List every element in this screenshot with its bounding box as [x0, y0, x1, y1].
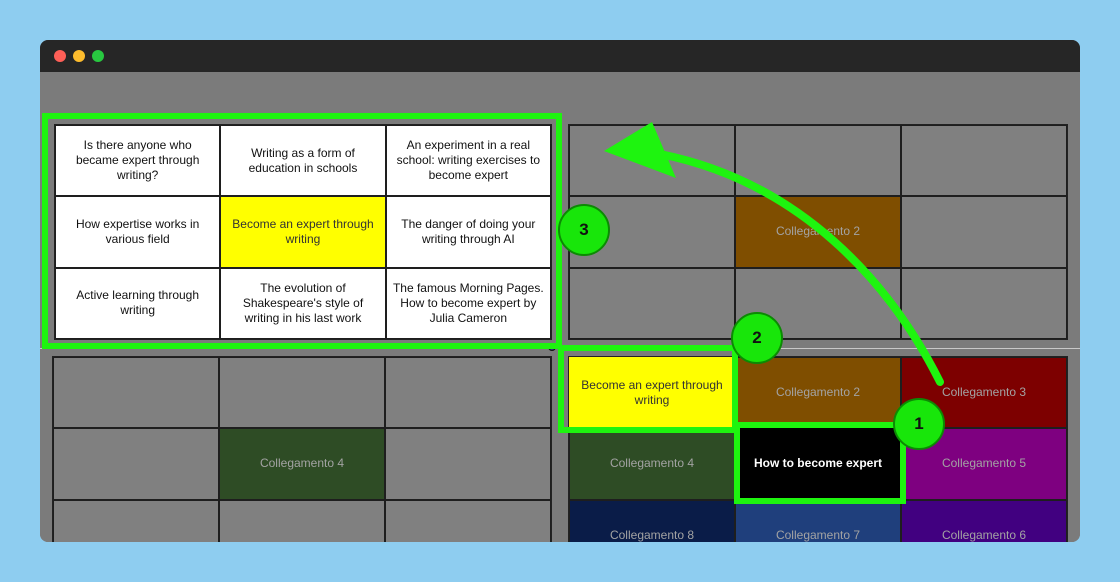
- link-cell-7[interactable]: Collegamento 7: [735, 499, 901, 542]
- grid-cell[interactable]: [219, 357, 385, 429]
- link-cell-6[interactable]: Collegamento 6: [901, 499, 1067, 542]
- mandala-canvas: Is there anyone who became expert throug…: [40, 72, 1080, 542]
- link-cell-8[interactable]: Collegamento 8: [569, 499, 735, 542]
- grid-cell[interactable]: [219, 499, 385, 542]
- grid-cell[interactable]: [735, 267, 901, 339]
- step-badge-3: 3: [558, 204, 610, 256]
- top-left-grid: Is there anyone who became expert throug…: [54, 124, 552, 340]
- link-cell-4[interactable]: Collegamento 4: [569, 428, 735, 500]
- highlight-box-center-goal: [734, 422, 906, 504]
- bottom-right-grid: Become an expert through writing Collega…: [568, 356, 1068, 542]
- grid-cell[interactable]: An experiment in a real school: writing …: [385, 125, 551, 197]
- minimize-window-button[interactable]: [73, 50, 85, 62]
- grid-cell[interactable]: [53, 499, 219, 542]
- grid-cell[interactable]: [385, 499, 551, 542]
- grid-cell[interactable]: The evolution of Shakespeare's style of …: [220, 267, 386, 339]
- center-goal-cell[interactable]: How to become expert: [735, 428, 901, 500]
- arrow-head: [604, 122, 676, 178]
- maximize-window-button[interactable]: [92, 50, 104, 62]
- highlight-box-main-topic: [558, 345, 738, 433]
- bottom-left-grid: Collegamento 4: [52, 356, 552, 542]
- grid-cell[interactable]: [901, 267, 1067, 339]
- grid-cell[interactable]: Active learning through writing: [55, 267, 221, 339]
- grid-cell[interactable]: How expertise works in various field: [55, 196, 221, 268]
- central-topic-cell[interactable]: Become an expert through writing: [220, 196, 386, 268]
- grid-cell[interactable]: [385, 357, 551, 429]
- grid-cell[interactable]: [901, 125, 1067, 197]
- close-window-button[interactable]: [54, 50, 66, 62]
- arrow-path: [656, 150, 944, 386]
- grid-cell[interactable]: [53, 428, 219, 500]
- link-cell-4[interactable]: Collegamento 4: [219, 428, 385, 500]
- title-bar: [40, 40, 1080, 72]
- grid-cell[interactable]: The famous Morning Pages. How to become …: [385, 267, 551, 339]
- app-window: Is there anyone who became expert throug…: [40, 40, 1080, 542]
- grid-cell[interactable]: [735, 125, 901, 197]
- grid-cell[interactable]: [53, 357, 219, 429]
- link-cell-2[interactable]: Collegamento 2: [735, 357, 901, 429]
- grid-cell[interactable]: [569, 267, 735, 339]
- grid-cell[interactable]: Is there anyone who became expert throug…: [55, 125, 221, 197]
- step-badge-1: 1: [893, 398, 945, 450]
- step-badge-2: 2: [731, 312, 783, 364]
- grid-cell[interactable]: [901, 196, 1067, 268]
- curved-arrow: [604, 122, 944, 386]
- grid-cell[interactable]: The danger of doing your writing through…: [385, 196, 551, 268]
- grid-cell[interactable]: [385, 428, 551, 500]
- main-topic-cell[interactable]: Become an expert through writing: [569, 357, 735, 429]
- link-cell-3[interactable]: Collegamento 3: [901, 357, 1067, 429]
- grid-cell[interactable]: Writing as a form of education in school…: [220, 125, 386, 197]
